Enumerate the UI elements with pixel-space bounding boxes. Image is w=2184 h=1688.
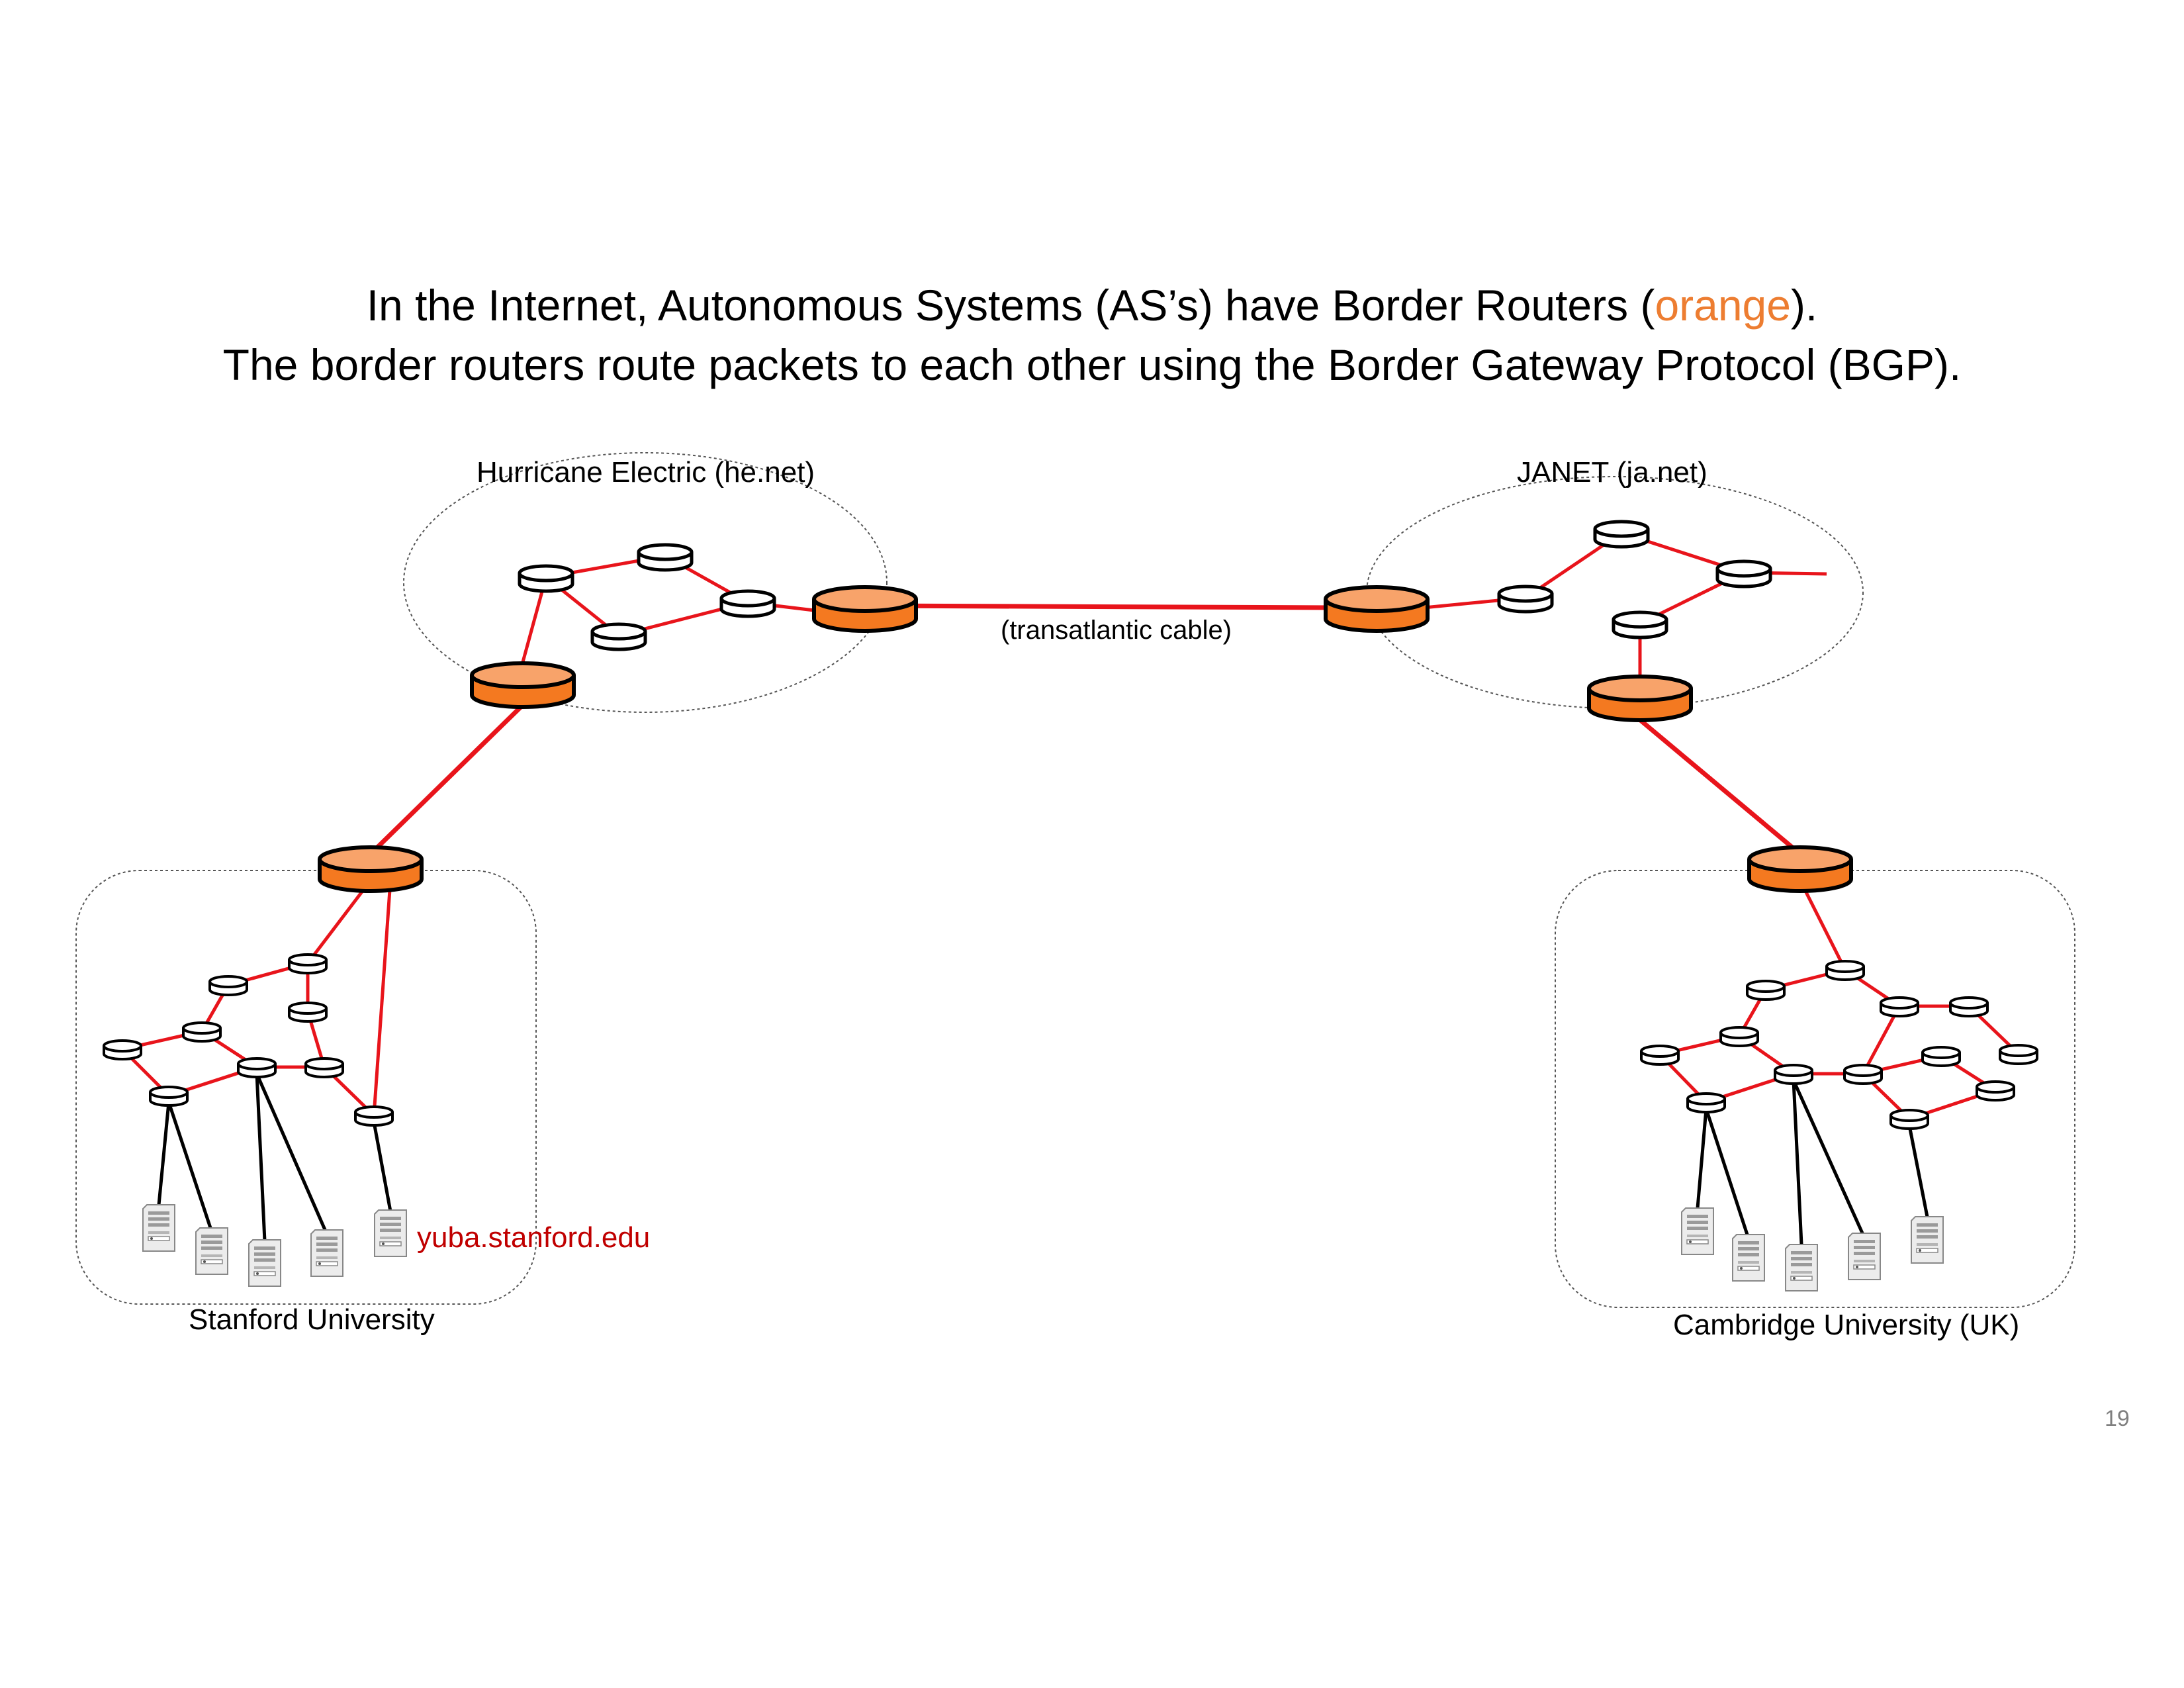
router [208,975,248,996]
cambridge-hosts [1681,1207,1944,1291]
router [1715,559,1772,588]
inter-as-links [369,603,1802,856]
as-label-stanford: Stanford University [189,1303,435,1336]
as-boundary-janet [1366,476,1864,709]
router [1949,996,1989,1017]
router [1999,1044,2038,1065]
title-prefix: In the Internet, Autonomous Systems (AS’… [366,281,1655,330]
border-router [1324,585,1430,633]
link [1704,1108,1749,1235]
router [288,1002,328,1023]
router [1774,1064,1813,1085]
internal-routers-small [103,953,2038,1130]
link [1861,1005,1901,1075]
as-label-janet: JANET (ja.net) [1517,456,1707,489]
border-router [1587,675,1693,722]
server-icon [310,1229,343,1277]
router [182,1021,222,1043]
router [1843,1064,1883,1085]
server-icon [248,1239,281,1287]
link [157,1102,171,1205]
border-routers [318,585,1853,893]
server-icon [1785,1244,1818,1291]
router [304,1057,344,1078]
server-icon [142,1204,175,1252]
router [237,1057,277,1078]
border-router [1747,845,1853,893]
server-icon [1732,1234,1765,1282]
router [518,564,574,593]
router [1889,1109,1929,1130]
link [1798,879,1847,971]
router [288,953,328,974]
router [1746,980,1786,1001]
link [1907,1125,1929,1217]
link [306,879,372,964]
server-icon [1848,1233,1881,1280]
router [1593,520,1650,549]
link [167,1102,212,1229]
link [255,1072,328,1233]
yuba-server-icon [374,1209,407,1257]
router [1921,1046,1961,1067]
link [1792,1079,1865,1236]
title-highlight-orange: orange [1655,281,1791,330]
router [354,1105,394,1127]
border-router [470,661,576,709]
router [103,1039,142,1060]
as-boundary-hurricane [403,452,887,713]
router [1686,1092,1726,1113]
router [719,589,776,618]
link [1696,1108,1708,1209]
stanford-hosts [142,1204,407,1287]
link [372,880,392,1116]
title-suffix: ). [1790,281,1818,330]
server-icon [1681,1207,1714,1255]
host-label-yuba: yuba.stanford.edu [417,1221,651,1254]
link [1792,1080,1803,1245]
slide-title-line-1: In the Internet, Autonomous Systems (AS’… [0,283,2184,327]
router [1976,1080,2015,1102]
border-router [318,845,424,893]
router [149,1086,189,1107]
janet-cambridge-link [1636,716,1802,856]
server-icon [1911,1216,1944,1264]
router [637,543,694,572]
router [590,622,647,651]
as-boundary-stanford [75,870,537,1305]
as-label-hurricane-electric: Hurricane Electric (he.net) [477,456,815,489]
border-router [812,585,918,633]
slide-title-line-2: The border routers route packets to each… [222,340,1962,389]
as-label-cambridge: Cambridge University (UK) [1673,1309,2020,1341]
host-links [157,1072,1929,1245]
transatlantic-cable-label: (transatlantic cable) [1001,616,1232,645]
link [255,1073,267,1242]
internal-routers-large [518,520,1772,651]
link [372,1121,392,1212]
router [1825,960,1865,981]
router [1497,585,1554,614]
server-icon [195,1227,228,1275]
transatlantic-cable-link [860,603,1338,610]
router [1880,996,1919,1017]
router [1612,610,1668,639]
he-stanford-link [369,703,525,856]
router [1640,1045,1680,1066]
router [1719,1026,1759,1047]
page-number: 19 [2105,1406,2130,1431]
